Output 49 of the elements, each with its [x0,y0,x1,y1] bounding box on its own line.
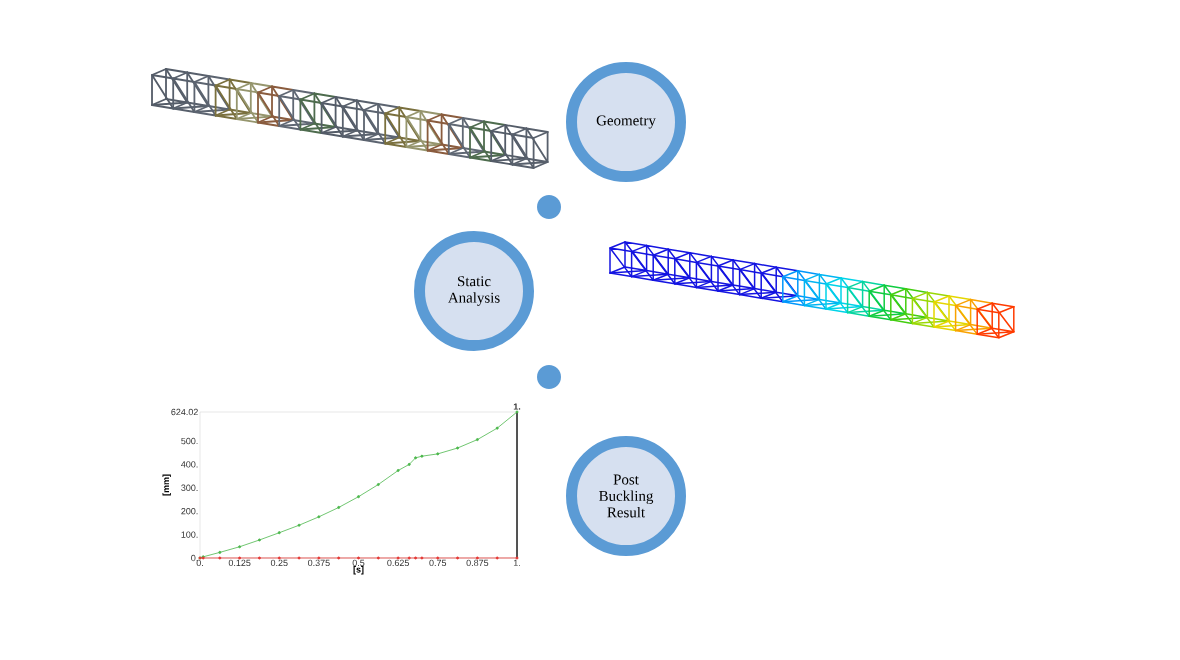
point [376,556,380,560]
point [420,556,424,560]
x-tick-label: 0.375 [308,559,330,567]
point [357,495,361,499]
point [337,556,341,560]
x-tick-label: 0.5 [352,559,365,567]
point [257,538,261,542]
x-tick-label: 0. [196,559,203,567]
y-tick-label: 0. [191,554,198,562]
point [436,452,440,456]
annotation: 1. [513,403,521,410]
point [456,446,460,450]
x-tick-label: 0.625 [387,559,409,567]
y-tick-label: 400. [181,461,198,468]
point [337,505,341,509]
point [257,556,261,560]
point [297,523,301,527]
dot [537,365,561,389]
point [297,556,301,560]
dot [537,195,561,219]
point [396,468,400,472]
point [475,438,479,442]
point [407,462,411,466]
point [495,556,499,560]
x-tick-label: 0.125 [228,559,251,567]
point [277,531,281,535]
point [515,556,519,560]
x-tick-label: 1. [513,559,520,566]
y-tick-label: 300. [181,484,198,491]
x-tick-label: 0.25 [270,559,288,567]
point [420,454,424,458]
x-tick-label: 0.875 [466,559,489,567]
point [218,556,222,560]
y-axis-title: [mm] [162,474,171,496]
point [376,483,380,487]
point [317,515,321,519]
y-tick-label: 100. [181,531,198,538]
point [414,556,418,560]
point [414,456,418,460]
point [515,410,519,414]
x-tick-label: 0.75 [429,559,447,567]
point [238,545,242,549]
y-tick-label: 624.02 [171,408,198,416]
y-tick-label: 200. [181,508,198,515]
point [456,556,460,560]
point [495,426,499,430]
y-tick-label: 500. [181,437,198,445]
x-axis-title: [s] [353,566,364,575]
point [218,550,222,554]
